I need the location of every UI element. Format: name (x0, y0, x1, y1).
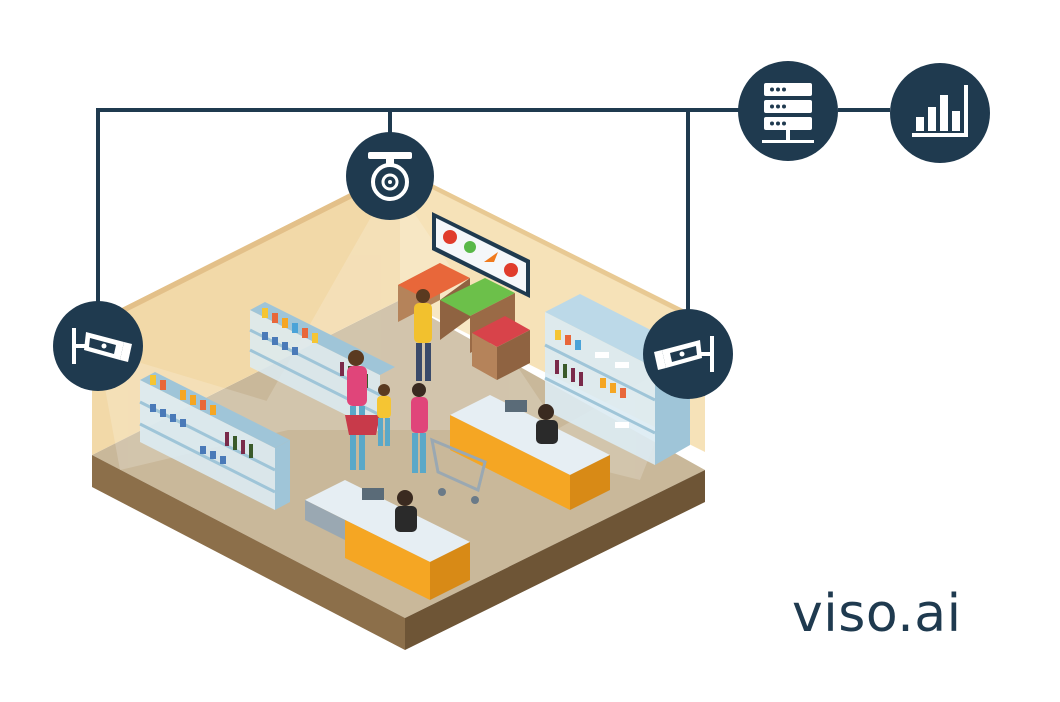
crate-carrots (398, 263, 470, 300)
shelf-rail (544, 343, 656, 402)
cashier-head (538, 404, 554, 420)
crate-greens (440, 278, 515, 316)
counter-side (430, 542, 470, 600)
shopper-yellow (414, 289, 432, 381)
cash-register (505, 400, 527, 412)
store-floor (92, 300, 705, 650)
crate-3-front (472, 333, 497, 380)
products (555, 330, 629, 428)
camera-left-icon (53, 301, 143, 391)
shelf-rail (139, 422, 276, 494)
carrot-icon (484, 252, 498, 262)
floor-side-right (405, 470, 705, 650)
camera-right-icon (643, 309, 733, 399)
cash-register (362, 488, 384, 500)
server-icon (738, 61, 838, 161)
counter-top (450, 395, 610, 475)
wall-left-top (92, 168, 406, 326)
wall-right-top (400, 168, 705, 323)
products (150, 375, 253, 464)
floor-top (92, 300, 705, 618)
cashier-head (397, 490, 413, 506)
tomato-icon (443, 230, 457, 244)
shopper-woman-basket (345, 350, 380, 470)
cashier-body (536, 420, 558, 444)
checkout-counter-front (305, 480, 470, 600)
counter-side (570, 455, 610, 510)
counter-top (305, 480, 470, 562)
counter-front (450, 415, 570, 510)
conveyor (305, 500, 345, 540)
shopper-cart (411, 383, 487, 504)
shelf-rail (544, 376, 656, 435)
counter-front (345, 520, 430, 600)
checkout-counter-right (450, 395, 610, 510)
line-left-camera (96, 108, 740, 340)
shelf-end (275, 440, 290, 510)
crate-3-side (497, 330, 530, 380)
crate-tomatoes (472, 316, 530, 347)
shopper-child (377, 384, 391, 446)
tomato-icon (504, 263, 518, 277)
shopping-basket (345, 415, 380, 435)
floor-side-left (92, 455, 405, 650)
produce-crates (398, 263, 530, 380)
tv-screen (436, 218, 526, 292)
analytics-icon (890, 63, 990, 163)
shelf-body (140, 380, 275, 510)
shelf-front-left (139, 372, 290, 510)
camera-dome-icon (346, 132, 434, 220)
shopping-cart (430, 437, 487, 493)
tv-display (432, 212, 530, 298)
cashier-body (395, 506, 417, 532)
pepper-icon (464, 241, 476, 253)
brand-logo-text: viso.ai (792, 584, 962, 644)
